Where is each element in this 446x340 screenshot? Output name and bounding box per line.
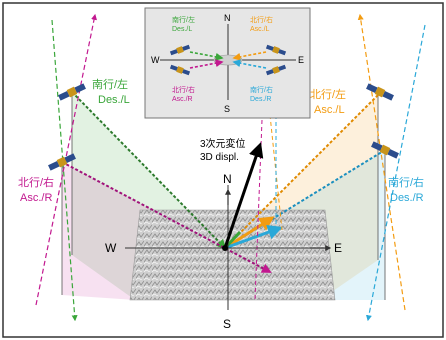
inset-des-right-en: Des./R bbox=[250, 96, 271, 103]
inset-des-right-line bbox=[232, 59, 267, 69]
inset-south: S bbox=[224, 104, 230, 114]
des-right-label-en: Des./R bbox=[390, 192, 424, 204]
des-left-label-jp: 南行/左 bbox=[92, 78, 128, 91]
inset-asc-right-line bbox=[189, 59, 224, 69]
asc-left-label-en: Asc./L bbox=[314, 104, 345, 116]
satellite-icon bbox=[58, 83, 86, 101]
displacement-label-en: 3D displ. bbox=[200, 152, 239, 163]
satellite-icon bbox=[169, 44, 191, 56]
asc-right-label-jp: 北行/右 bbox=[18, 175, 54, 189]
inset-asc-right-en: Asc./R bbox=[172, 96, 193, 103]
inset-des-right-jp: 南行/右 bbox=[250, 85, 273, 94]
asc-right-label-en: Asc./R bbox=[20, 192, 52, 204]
des-left-orbit bbox=[51, 19, 78, 322]
inset-panel: N S W E 南行/左 Des./L 北行/右 Asc./R 北行/右 Asc… bbox=[144, 7, 311, 119]
asc-left-component bbox=[224, 216, 275, 250]
satellite-icon bbox=[371, 141, 399, 159]
des-right-component bbox=[224, 225, 283, 250]
inset-east: E bbox=[298, 55, 304, 65]
inset-des-left-en: Des./L bbox=[172, 26, 192, 33]
origin-point bbox=[222, 245, 228, 251]
compass-east: E bbox=[334, 241, 342, 255]
displacement-label-jp: 3次元変位 bbox=[200, 137, 246, 150]
inset-asc-right-jp: 北行/右 bbox=[172, 85, 195, 94]
satellite-icon bbox=[265, 44, 287, 56]
inset-des-left-jp: 南行/左 bbox=[172, 15, 195, 24]
satellite-icon bbox=[366, 83, 394, 101]
inset-des-left-line bbox=[189, 51, 224, 61]
asc-left-los bbox=[224, 94, 379, 249]
satellite-icon bbox=[48, 153, 76, 171]
displacement-arrow bbox=[223, 142, 264, 249]
des-right-orbit bbox=[365, 24, 426, 322]
inset-asc-left-en: Asc./L bbox=[250, 26, 270, 33]
satellite-icon bbox=[265, 64, 287, 76]
asc-right-los bbox=[61, 161, 272, 273]
inset-asc-left-line bbox=[232, 51, 267, 61]
inset-north: N bbox=[224, 13, 231, 23]
satellite-icon bbox=[169, 64, 191, 76]
des-right-label-jp: 南行/右 bbox=[388, 175, 424, 189]
asc-left-orbit bbox=[357, 13, 406, 311]
des-left-los bbox=[71, 91, 227, 250]
compass-north: N bbox=[223, 172, 232, 186]
inset-west: W bbox=[151, 55, 160, 65]
compass-west: W bbox=[105, 241, 117, 255]
inset-asc-left-jp: 北行/右 bbox=[250, 15, 273, 24]
compass-south: S bbox=[223, 317, 231, 331]
des-left-label-en: Des./L bbox=[98, 94, 130, 106]
asc-left-label-jp: 北行/左 bbox=[310, 88, 346, 101]
